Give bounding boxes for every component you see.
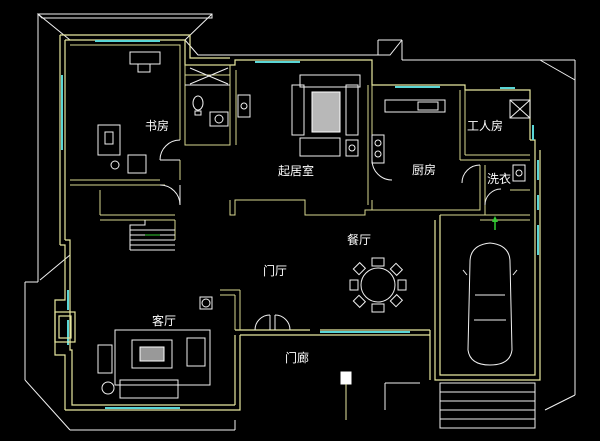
entrance-steps [384, 382, 536, 429]
roof-outline [24, 13, 576, 431]
room-label-servant-room: 工人房 [467, 118, 503, 133]
room-label-porch: 门廊 [285, 350, 309, 365]
room-label-laundry: 洗衣 [487, 171, 511, 186]
guest-living-furniture [97, 296, 213, 399]
garage-car [462, 242, 518, 366]
porch-column [340, 371, 352, 420]
room-label-kitchen: 厨房 [412, 162, 436, 177]
entry-markers [492, 216, 498, 230]
servant-room-fixtures [509, 99, 531, 182]
interior-walls [70, 44, 530, 330]
room-label-study: 书房 [145, 118, 169, 133]
living-room-sofa-set [291, 74, 361, 157]
kitchen-fixtures [371, 99, 446, 164]
exterior-walls [54, 34, 541, 411]
staircase [129, 220, 175, 251]
room-label-foyer: 门厅 [263, 263, 287, 278]
room-label-dining: 餐厅 [347, 232, 371, 247]
bathroom-fixtures [185, 67, 251, 127]
door-swings [159, 139, 502, 331]
study-furniture [97, 51, 161, 174]
room-label-living-room: 起居室 [278, 163, 314, 178]
room-label-guest-living: 客厅 [152, 313, 176, 328]
bay-window [54, 311, 76, 343]
windows [61, 40, 539, 409]
dining-table [349, 257, 407, 313]
